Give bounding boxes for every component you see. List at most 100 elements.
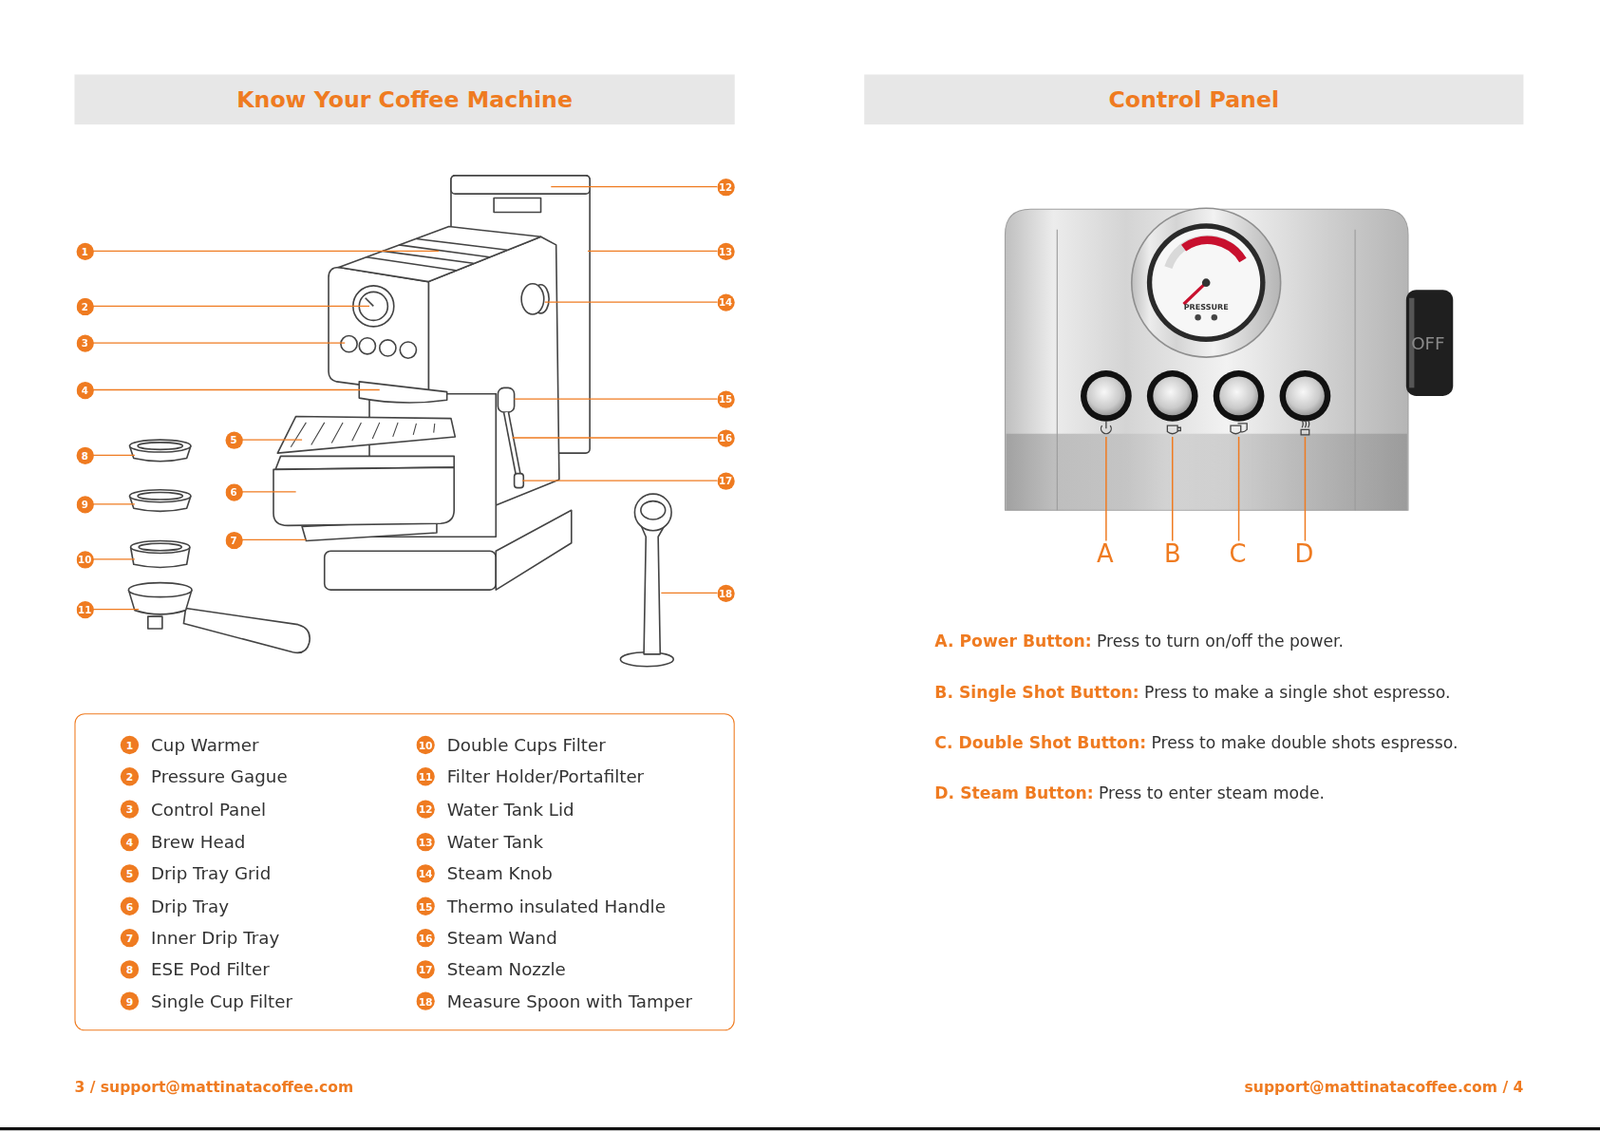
entry-number: 9	[126, 995, 133, 1007]
entry-number: 14	[418, 867, 433, 880]
callout-number: 8	[75, 446, 94, 464]
callout-number: 1	[75, 242, 94, 260]
letter-leaders	[1106, 436, 1306, 542]
parts-list-entry: 15Thermo insulated Handle	[415, 897, 434, 916]
water-tank-lid	[451, 175, 590, 194]
button	[340, 336, 358, 353]
callout-number: 13	[716, 242, 735, 260]
section-title: Know Your Coffee Machine	[236, 86, 573, 113]
entry-name: Thermo insulated Handle	[447, 896, 666, 917]
parts-list-entry: 2Pressure Gague	[120, 767, 139, 786]
callout-text: 9	[81, 498, 89, 510]
filter-inner	[137, 442, 183, 451]
parts-list-entry: 13Water Tank	[415, 832, 434, 851]
entry-number: 6	[126, 900, 133, 912]
entry-number: 10	[418, 739, 433, 752]
entry-name: Double Cups Filter	[447, 734, 606, 755]
double-cup-icon	[1230, 423, 1247, 434]
parts-list: 1Cup Warmer2Pressure Gague3Control Panel…	[74, 713, 735, 1031]
drip-tray	[273, 467, 454, 526]
power-icon	[1101, 421, 1112, 434]
section-band: Control Panel	[864, 74, 1524, 125]
gauge-needle	[1184, 282, 1207, 305]
leader-line	[545, 301, 718, 302]
leader-line	[1304, 436, 1307, 542]
parts-list-entry: 10Double Cups Filter	[415, 735, 434, 754]
parts-list-entry: 7Inner Drip Tray	[120, 928, 139, 947]
leader-line	[93, 341, 345, 343]
entry-name: Inner Drip Tray	[150, 927, 280, 948]
parts-list-entry: 4Brew Head	[120, 832, 139, 851]
base-front	[324, 550, 497, 590]
drip-tray-grid	[277, 415, 455, 453]
tamper-stem	[640, 522, 667, 655]
callout-text: 16	[718, 432, 733, 444]
section-band: Know Your Coffee Machine	[74, 74, 735, 125]
panel-button	[1213, 370, 1265, 422]
gauge-scale	[1167, 239, 1243, 268]
parts-list-entry: 18Measure Spoon with Tamper	[415, 992, 434, 1011]
button-icons	[1101, 420, 1310, 435]
button	[399, 341, 416, 358]
leader-line	[1238, 436, 1241, 542]
callout-text: 12	[718, 181, 733, 193]
entry-name: Steam Knob	[447, 863, 553, 884]
button-letter: B	[1164, 539, 1182, 568]
gauge-needle	[365, 298, 375, 307]
leader-line	[93, 454, 135, 456]
button-name: B. Single Shot Button:	[934, 681, 1139, 701]
filter-inner	[138, 543, 182, 551]
steam-knob	[521, 283, 545, 315]
button	[358, 338, 376, 355]
callout-text: 11	[77, 603, 92, 616]
base-side	[495, 509, 572, 590]
entry-name: Steam Nozzle	[447, 959, 566, 979]
callout-text: 2	[81, 300, 89, 312]
control-panel-photo	[1005, 207, 1454, 541]
button-face	[1152, 376, 1192, 416]
gauge-screw	[1211, 314, 1218, 320]
filter-rim	[131, 541, 190, 554]
entry-number: 3	[126, 803, 133, 815]
gauge-ring	[1147, 223, 1266, 342]
button-letter: C	[1229, 539, 1247, 568]
callout-text: 10	[77, 553, 92, 565]
callout-text: 18	[718, 586, 733, 599]
thermo-handle	[497, 387, 514, 413]
gauge-face	[1151, 228, 1261, 338]
callout-text: 14	[718, 296, 733, 308]
steam-nozzle	[514, 473, 525, 489]
portafilter-spout	[148, 616, 163, 629]
entry-name: Drip Tray	[150, 896, 229, 917]
leader-line	[522, 480, 717, 482]
spoon-bowl	[640, 501, 666, 520]
callout-number: 16	[716, 429, 735, 447]
button-name: D. Steam Button:	[934, 783, 1093, 803]
filter-rim	[129, 439, 190, 452]
button-name: A. Power Button:	[934, 631, 1092, 651]
callout-number: 17	[716, 471, 735, 490]
leader-line	[587, 250, 717, 252]
callout-text: 6	[230, 486, 238, 498]
single-cup-icon	[1167, 425, 1181, 434]
entry-number: 8	[126, 963, 133, 976]
parts-list-entry: 9Single Cup Filter	[120, 992, 139, 1011]
leader-line	[242, 439, 302, 441]
button-description: Press to enter steam mode.	[1098, 783, 1325, 803]
callout-number: 4	[75, 380, 94, 398]
callout-number: 14	[716, 293, 735, 311]
description-row: A. Power Button:Press to turn on/off the…	[934, 631, 1344, 651]
machine-drawing	[128, 175, 674, 667]
section-title: Control Panel	[1109, 86, 1280, 113]
steam-icon	[1300, 420, 1310, 435]
gauge-label: PRESSURE	[1184, 302, 1229, 313]
entry-name: Pressure Gague	[150, 766, 288, 787]
leader-line	[550, 186, 717, 188]
callout-number: 6	[225, 483, 243, 501]
entry-number: 11	[418, 771, 433, 783]
callout-number: 7	[225, 530, 243, 548]
button-face	[1285, 376, 1325, 416]
callout-number: 10	[75, 550, 94, 568]
steam-wand	[506, 412, 519, 476]
callout-text: 17	[718, 474, 733, 487]
